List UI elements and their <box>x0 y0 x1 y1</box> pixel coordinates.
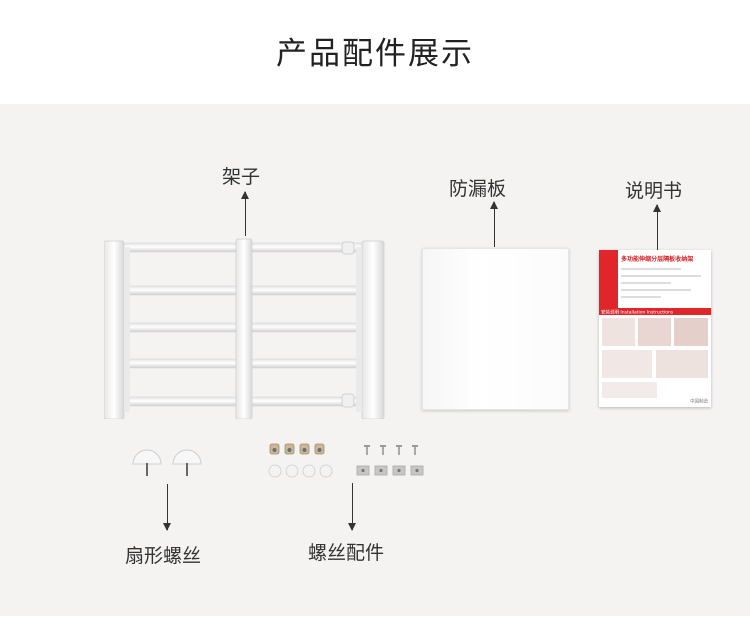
shelf-frame-image <box>104 238 385 419</box>
anti-leak-board-image <box>422 248 569 410</box>
manual-band-text: 安装说明 Installation Instructions <box>601 309 674 315</box>
label-manual: 说明书 <box>625 180 683 202</box>
label-screw-parts: 螺丝配件 <box>308 542 385 564</box>
manual-text-lines <box>621 268 705 303</box>
screw-parts-image <box>268 443 424 478</box>
arrow-manual <box>653 204 661 250</box>
label-fan-screw: 扇形螺丝 <box>125 545 202 567</box>
label-frame: 架子 <box>222 166 261 188</box>
manual-band: 安装说明 Installation Instructions <box>599 308 711 315</box>
arrow-fan-screw <box>163 484 171 531</box>
manual-photo <box>656 350 708 378</box>
manual-image: 多功能伸缩分层隔板收纳架 安装说明 Installation Instructi… <box>599 250 711 407</box>
manual-heading: 多功能伸缩分层隔板收纳架 <box>621 255 694 263</box>
manual-photo <box>674 318 708 346</box>
manual-footer: 中国制造 <box>689 398 708 404</box>
arrow-anti-leak-board <box>490 201 498 247</box>
fan-screws-image <box>132 449 202 476</box>
manual-photo <box>602 318 635 346</box>
manual-red-strip <box>599 250 618 308</box>
manual-photo <box>602 382 657 398</box>
label-anti-leak-board: 防漏板 <box>449 178 507 200</box>
arrow-frame <box>241 191 249 236</box>
page-title: 产品配件展示 <box>276 36 474 72</box>
arrow-screw-parts <box>348 483 356 531</box>
manual-photo <box>638 318 671 346</box>
manual-photo <box>602 350 652 378</box>
